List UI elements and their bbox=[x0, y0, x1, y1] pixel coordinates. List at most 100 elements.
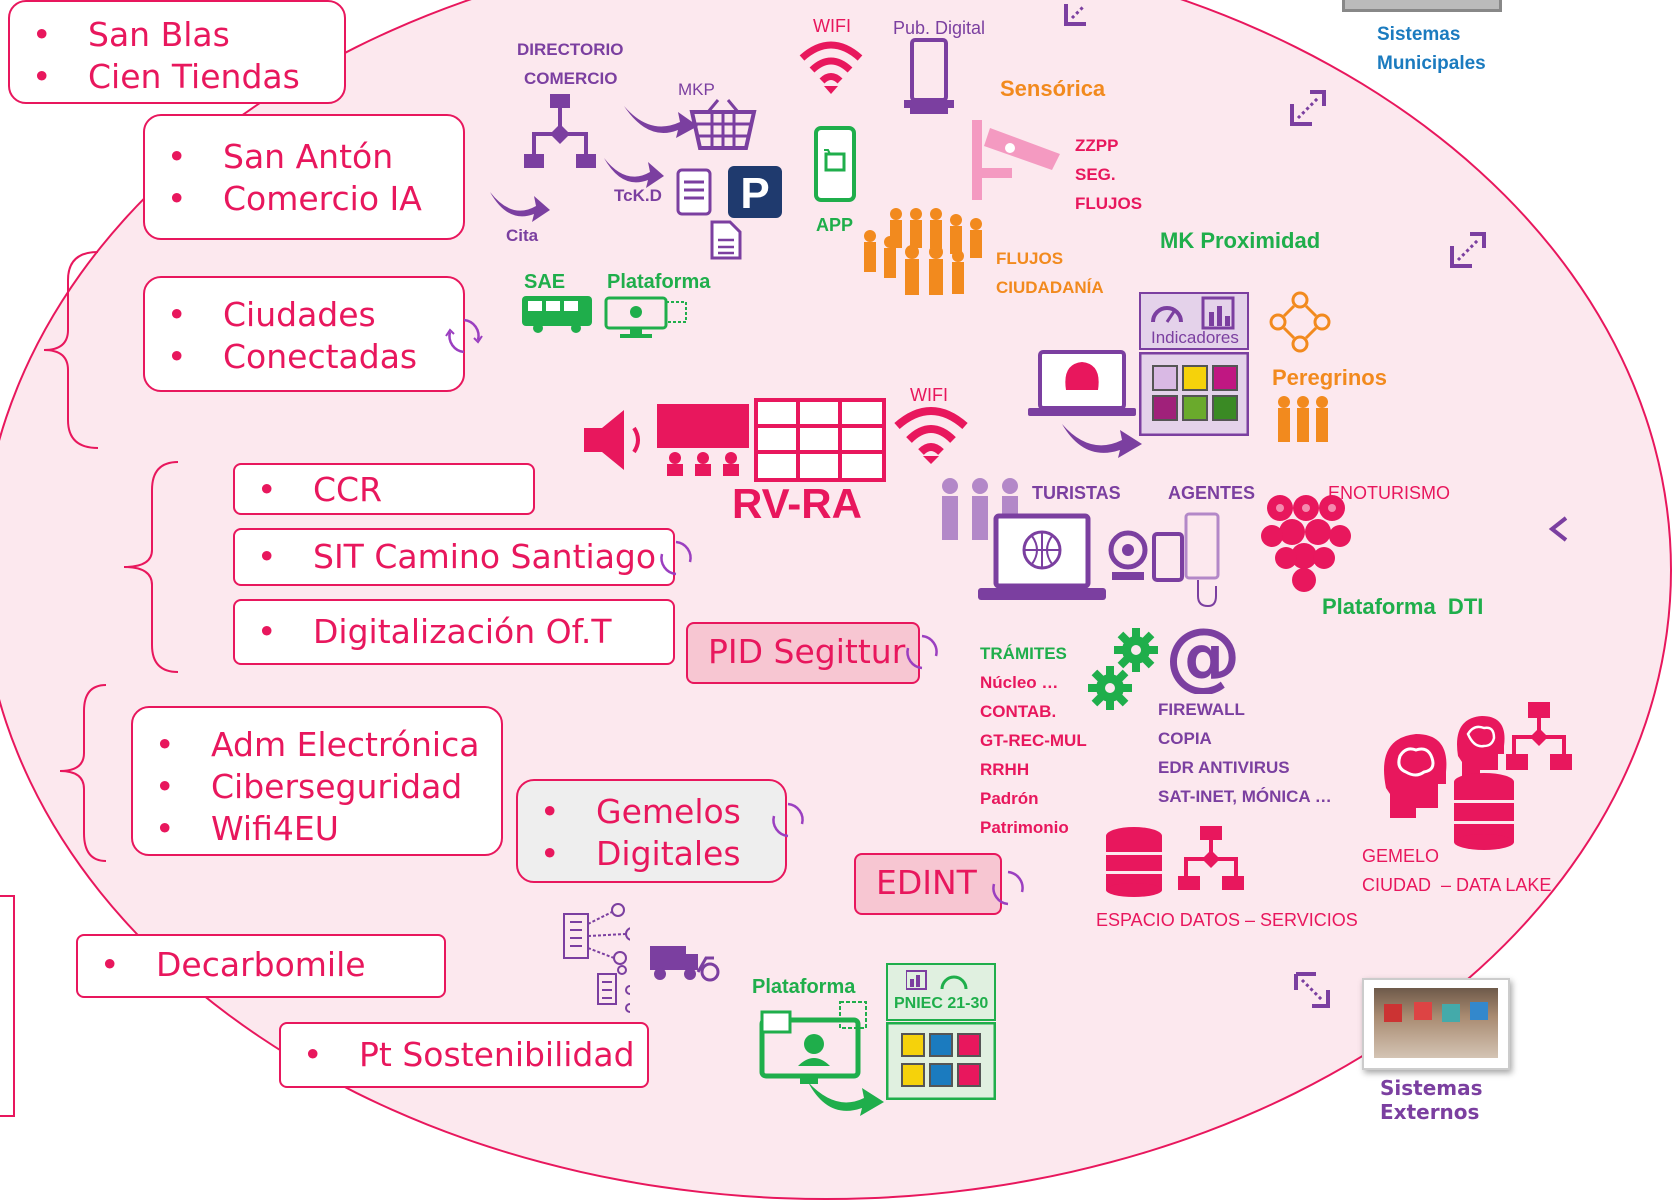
external-systems-image bbox=[1362, 978, 1510, 1070]
espacio-datos-label: ESPACIO DATOS – SERVICIOS bbox=[1096, 910, 1358, 930]
refresh-icon bbox=[660, 540, 692, 576]
arrow-icon bbox=[1062, 424, 1142, 458]
brace-2 bbox=[123, 461, 179, 673]
mk-proximidad-label: MK Proximidad bbox=[1160, 228, 1321, 253]
box-gemelos-digitales: Gemelos •Digitales bbox=[516, 779, 787, 883]
sistemas-externos-label: Externos bbox=[1380, 1100, 1480, 1124]
security-item: COPIA bbox=[1158, 729, 1212, 748]
brace-3 bbox=[59, 684, 107, 862]
box-edint: EDINT bbox=[854, 853, 1002, 915]
seg-label: SEG. bbox=[1075, 165, 1116, 184]
brace-1 bbox=[43, 251, 99, 449]
grid-icon bbox=[1139, 352, 1249, 436]
parking-icon: P bbox=[728, 166, 782, 218]
tablet-icon bbox=[904, 38, 954, 114]
flowchart-icon bbox=[1506, 702, 1572, 770]
flujos-ciudadania-label: FLUJOS bbox=[996, 249, 1064, 268]
box-item: •Conectadas bbox=[145, 336, 463, 378]
arrow-icon bbox=[808, 1082, 884, 1116]
agentes-label: AGENTES bbox=[1168, 483, 1256, 503]
ciudadania-label: CIUDADANÍA bbox=[996, 278, 1104, 297]
sistemas-municipales-label: Sistemas bbox=[1377, 24, 1461, 45]
box-item: Digitalización Of.T bbox=[235, 611, 673, 653]
pniec-panel: PNIEC 21-30 bbox=[886, 963, 996, 1021]
die bbox=[1442, 1004, 1460, 1022]
comercio-label: COMERCIO bbox=[524, 69, 618, 88]
box-decarbomile: Decarbomile bbox=[76, 934, 446, 998]
box-item: Pt Sostenibilidad bbox=[281, 1034, 647, 1076]
speaker-icon bbox=[584, 410, 640, 470]
wifi-top-label: WIFI bbox=[813, 16, 851, 36]
database-icon bbox=[1454, 773, 1514, 850]
ciudad-datalake-label: CIUDAD – DATA LAKE bbox=[1362, 875, 1552, 895]
sistemas-municipales-label: Municipales bbox=[1377, 53, 1486, 74]
devices-icon bbox=[1152, 512, 1220, 608]
expand-arrow-icon bbox=[1294, 972, 1330, 1008]
bus-icon bbox=[522, 296, 592, 333]
box-item: Ciudades bbox=[145, 294, 463, 336]
globe-laptop-icon bbox=[978, 513, 1106, 600]
gemelo-label: GEMELO bbox=[1362, 846, 1440, 866]
people-icon bbox=[864, 208, 982, 295]
cita-label: Cita bbox=[506, 226, 539, 245]
refresh-icon bbox=[906, 634, 938, 670]
box-ciudades-conectadas: Ciudades •Conectadas bbox=[143, 276, 465, 392]
plataforma-dti-label: Plataforma DTI bbox=[1322, 594, 1484, 619]
peregrinos-label: Peregrinos bbox=[1272, 365, 1387, 390]
tramites-item: GT-REC-MUL bbox=[980, 731, 1087, 750]
box-sit-camino: SIT Camino Santiago bbox=[233, 528, 675, 586]
box-san-anton: San Antón Comercio IA bbox=[143, 114, 465, 240]
refresh-icon bbox=[445, 318, 483, 354]
app-label: APP bbox=[816, 215, 854, 235]
video-wall-icon bbox=[754, 398, 886, 482]
flujos-label: FLUJOS bbox=[1075, 194, 1143, 213]
zzpp-label: ZZPP bbox=[1075, 136, 1119, 155]
plataforma2-label: Plataforma bbox=[752, 976, 856, 998]
box-item: Gemelos bbox=[518, 791, 785, 833]
tramites-label: TRÁMITES bbox=[980, 644, 1067, 663]
box-ccr: CCR bbox=[233, 463, 535, 515]
database-icon bbox=[1106, 827, 1162, 897]
die bbox=[1414, 1002, 1432, 1020]
brain-head-icon bbox=[1457, 716, 1505, 776]
flowchart-icon bbox=[524, 94, 596, 168]
document-icon bbox=[710, 220, 742, 260]
box-item: Wifi4EU bbox=[133, 808, 501, 850]
brain-head-icon bbox=[1384, 734, 1447, 818]
die bbox=[1470, 1002, 1488, 1020]
dashboard-icon bbox=[906, 970, 968, 990]
tramites-item: Núcleo … bbox=[980, 673, 1059, 692]
indicadores-label: Indicadores bbox=[1151, 328, 1239, 347]
dice-photo bbox=[1374, 988, 1498, 1058]
box-item: San Blas bbox=[10, 14, 344, 56]
tramites-item: Padrón bbox=[980, 789, 1039, 808]
pniec-label: PNIEC 21-30 bbox=[894, 995, 989, 1012]
at-icon: @ bbox=[1166, 620, 1240, 694]
ticket-icon bbox=[676, 168, 712, 216]
grapes-icon bbox=[1261, 495, 1351, 592]
wifi-icon bbox=[799, 41, 863, 94]
box-adm-electronica: Adm Electrónica Ciberseguridad Wifi4EU bbox=[131, 706, 503, 856]
platform-icon bbox=[604, 296, 687, 338]
wifi-mid-label: WIFI bbox=[910, 385, 948, 405]
svg-text:@: @ bbox=[1166, 620, 1240, 694]
people-icon bbox=[1278, 396, 1328, 442]
refresh-icon bbox=[772, 802, 804, 838]
dashboard-icon bbox=[1139, 292, 1249, 350]
box-item: CCR bbox=[235, 469, 533, 511]
flowchart-icon bbox=[1178, 826, 1244, 890]
security-item: SAT-INET, MÓNICA … bbox=[1158, 787, 1332, 806]
camera-icon bbox=[972, 120, 1060, 200]
pid-label: PID Segittur bbox=[708, 632, 906, 671]
box-item: Comercio IA bbox=[145, 178, 463, 220]
municipal-systems-image bbox=[1342, 0, 1502, 12]
box-item: Cien Tiendas bbox=[10, 56, 344, 98]
delivery-bike-icon bbox=[650, 946, 720, 982]
sistemas-externos-label: Sistemas bbox=[1380, 1076, 1483, 1100]
enoturismo-label: ENOTURISMO bbox=[1328, 483, 1451, 503]
directorio-label: DIRECTORIO bbox=[517, 40, 624, 59]
tramites-item: Patrimonio bbox=[980, 818, 1069, 837]
box-item: Adm Electrónica bbox=[133, 724, 501, 766]
box-item: SIT Camino Santiago bbox=[235, 536, 673, 578]
die bbox=[1384, 1004, 1402, 1022]
